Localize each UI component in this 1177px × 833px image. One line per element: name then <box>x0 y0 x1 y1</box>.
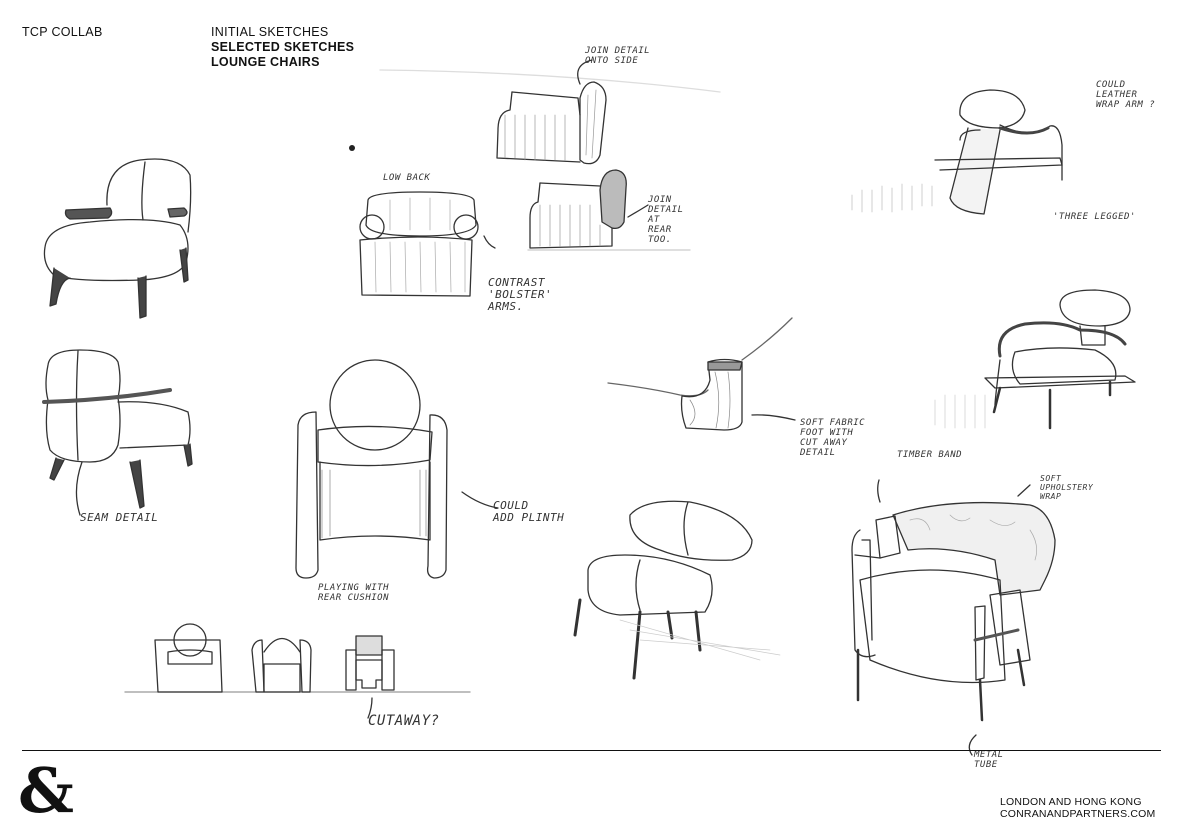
sketch-chair-low-back <box>359 191 496 297</box>
sketch-chair-three-legged <box>851 89 1063 215</box>
note-join-detail-side: JOIN DETAIL ONTO SIDE <box>585 46 651 66</box>
note-could-add-plinth: COULD ADD PLINTH <box>493 499 565 524</box>
footer-info: LONDON AND HONG KONG CONRANANDPARTNERS.C… <box>1000 796 1156 820</box>
note-timber-band: TIMBER BAND <box>897 450 963 460</box>
sketch-chair-tube-arm <box>934 289 1136 430</box>
sketch-chair-round-back <box>295 359 499 579</box>
sketch-chair-pebble <box>573 500 781 680</box>
note-join-detail-rear: JOIN DETAIL AT REAR TOO. <box>648 195 684 245</box>
footer-divider <box>22 750 1161 751</box>
note-metal-tube: METAL TUBE <box>974 750 1004 770</box>
sketch-fabric-foot <box>607 317 796 431</box>
subsection-title: SELECTED SKETCHES <box>211 40 355 54</box>
note-leather-wrap: COULD LEATHER WRAP ARM ? <box>1096 80 1156 110</box>
section-title: INITIAL SKETCHES <box>211 25 329 39</box>
note-playing-rear-cushion: PLAYING WITH REAR CUSHION <box>318 583 390 603</box>
note-soft-fabric-foot: SOFT FABRIC FOOT WITH CUT AWAY DETAIL <box>800 418 866 458</box>
note-three-legged: 'THREE LEGGED' <box>1053 212 1136 222</box>
note-seam-detail: SEAM DETAIL <box>80 511 159 524</box>
footer-website: CONRANANDPARTNERS.COM <box>1000 808 1156 820</box>
note-soft-upholstery: SOFT UPHOLSTERY WRAP <box>1040 474 1094 501</box>
sketch-chair-row <box>124 623 471 719</box>
sketch-chair-timber-band <box>851 479 1056 756</box>
note-contrast-bolster: CONTRAST 'BOLSTER' ARMS. <box>488 276 553 313</box>
sketch-chair-side-view <box>496 59 691 251</box>
topic-title: LOUNGE CHAIRS <box>211 55 320 69</box>
note-low-back: LOW BACK <box>383 173 431 183</box>
note-cutaway: CUTAWAY? <box>368 713 440 729</box>
conran-logo: & <box>18 754 74 827</box>
page-titles: INITIAL SKETCHES SELECTED SKETCHES LOUNG… <box>211 25 354 70</box>
project-title: TCP COLLAB <box>22 25 103 39</box>
sketch-chair-seam <box>42 349 193 516</box>
footer-location: LONDON AND HONG KONG <box>1000 796 1142 808</box>
sketch-chair-bulbous <box>43 158 192 319</box>
